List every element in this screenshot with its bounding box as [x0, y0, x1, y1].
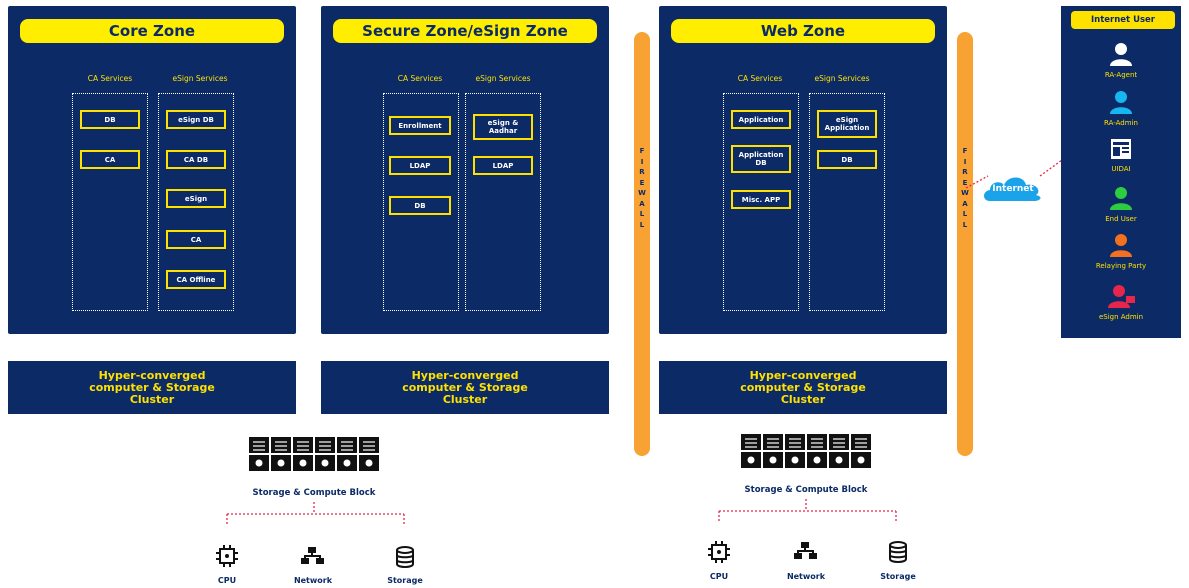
- internet-user-panel: Internet User RA-Agent RA-Admin UIDAI En…: [1061, 6, 1181, 338]
- web-ca-column: [723, 93, 799, 311]
- core-esign-ca-db: CA DB: [166, 150, 226, 169]
- web-cluster: Hyper-converged computer & Storage Clust…: [659, 361, 947, 414]
- user-relaying-party: Relaying Party: [1061, 233, 1181, 270]
- person-icon: [1110, 91, 1132, 114]
- server-rack-icon: [249, 437, 379, 471]
- secure-zone-title: Secure Zone/eSign Zone: [333, 19, 597, 43]
- core-ca-db: DB: [80, 110, 140, 129]
- internet-cloud: Internet: [980, 173, 1046, 203]
- core-ca-services-label: CA Services: [87, 74, 133, 83]
- user-ra-agent: RA-Agent: [1061, 42, 1181, 79]
- user-label: RA-Admin: [1104, 119, 1138, 127]
- storage-block-label: Storage & Compute Block: [252, 488, 376, 498]
- firewall-right: F I R E W A L L: [957, 32, 973, 456]
- core-esign-ca-offline: CA Offline: [166, 270, 226, 289]
- database-icon: [889, 541, 907, 563]
- web-ca-misc-app: Misc. APP: [731, 190, 791, 209]
- core-cluster: Hyper-converged computer & Storage Clust…: [8, 361, 296, 414]
- secure-ca-enrollment: Enrollment: [389, 116, 451, 135]
- web-ca-application-db: Application DB: [731, 145, 791, 173]
- web-esign-db: DB: [817, 150, 877, 169]
- web-esign-application: eSign Application: [817, 110, 877, 138]
- network-label: Network: [293, 576, 333, 585]
- firewall-left-label: F I R E W A L L: [638, 147, 646, 229]
- secure-esign-services-label: eSign Services: [475, 74, 531, 83]
- secure-zone: Secure Zone/eSign Zone CA Services eSign…: [321, 6, 609, 334]
- secure-ca-services-label: CA Services: [397, 74, 443, 83]
- cpu-label: CPU: [709, 572, 729, 581]
- core-esign-services-label: eSign Services: [172, 74, 228, 83]
- user-label: Relaying Party: [1095, 262, 1147, 270]
- internet-label: Internet: [992, 184, 1034, 194]
- secure-ca-db: DB: [389, 196, 451, 215]
- cloud-icon: [984, 177, 1041, 201]
- admin-person-icon: [1108, 285, 1135, 308]
- person-icon: [1110, 43, 1132, 66]
- user-end-user: End User: [1061, 186, 1181, 223]
- user-label: eSign Admin: [1098, 313, 1144, 321]
- storage-block-label: Storage & Compute Block: [744, 485, 868, 495]
- person-icon: [1110, 187, 1132, 210]
- web-zone-title: Web Zone: [671, 19, 935, 43]
- core-esign-ca: CA: [166, 230, 226, 249]
- web-esign-column: [809, 93, 885, 311]
- block-connector: [226, 502, 405, 524]
- cpu-icon: [216, 545, 238, 567]
- database-icon: [396, 546, 414, 568]
- cpu-label: CPU: [217, 576, 237, 585]
- network-icon: [794, 542, 817, 559]
- secure-esign-ldap: LDAP: [473, 156, 533, 175]
- core-esign-esign: eSign: [166, 189, 226, 208]
- user-uidai: UIDAI: [1061, 138, 1181, 173]
- user-label: RA-Agent: [1104, 71, 1138, 79]
- internet-user-title: Internet User: [1071, 11, 1175, 29]
- firewall-right-label: F I R E W A L L: [961, 147, 969, 229]
- user-esign-admin: eSign Admin: [1061, 284, 1181, 321]
- person-icon: [1110, 234, 1132, 257]
- secure-esign-column: [465, 93, 541, 311]
- core-zone-title: Core Zone: [20, 19, 284, 43]
- core-zone: Core Zone CA Services eSign Services DB …: [8, 6, 296, 334]
- user-label: End User: [1105, 215, 1137, 223]
- block-connector: [718, 499, 897, 521]
- user-label: UIDAI: [1111, 165, 1131, 173]
- server-rack-icon: [741, 434, 871, 468]
- cpu-icon: [708, 541, 730, 563]
- document-icon: [1111, 139, 1131, 159]
- secure-esign-aadhar: eSign & Aadhar: [473, 114, 533, 140]
- web-zone: Web Zone CA Services eSign Services Appl…: [659, 6, 947, 334]
- web-esign-services-label: eSign Services: [814, 74, 870, 83]
- web-ca-application: Application: [731, 110, 791, 129]
- core-esign-db: eSign DB: [166, 110, 226, 129]
- storage-label: Storage: [387, 576, 423, 585]
- storage-label: Storage: [880, 572, 916, 581]
- secure-ca-ldap: LDAP: [389, 156, 451, 175]
- core-esign-column: [158, 93, 234, 311]
- firewall-left: F I R E W A L L: [634, 32, 650, 456]
- core-ca-ca: CA: [80, 150, 140, 169]
- user-ra-admin: RA-Admin: [1061, 90, 1181, 127]
- web-ca-services-label: CA Services: [737, 74, 783, 83]
- core-ca-column: [72, 93, 148, 311]
- secure-cluster: Hyper-converged computer & Storage Clust…: [321, 361, 609, 414]
- secure-ca-column: [383, 93, 459, 311]
- network-icon: [301, 547, 324, 564]
- network-label: Network: [786, 572, 826, 581]
